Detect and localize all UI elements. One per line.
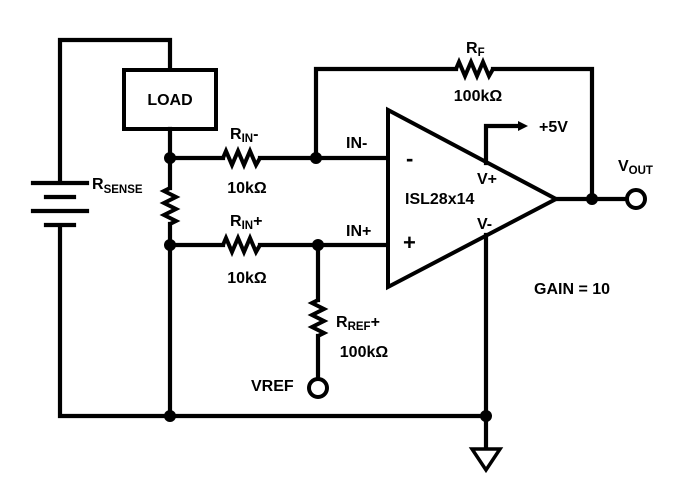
vout-terminal — [625, 188, 647, 210]
ground-symbol — [468, 447, 504, 474]
supply-label: +5V — [539, 119, 568, 136]
opamp-part-label: ISL28x14 — [405, 191, 474, 208]
gain-label: GAIN = 10 — [534, 281, 610, 298]
battery-symbol — [30, 37, 489, 419]
opamp-minus-sign: - — [406, 146, 413, 171]
opamp-vminus-pin: V- — [477, 216, 492, 233]
rref-value: 100kΩ — [340, 344, 389, 361]
rin-minus-resistor — [221, 145, 262, 171]
junction-dot — [480, 410, 492, 422]
rin-plus-resistor — [221, 232, 262, 258]
rin-plus-label: RIN+ — [230, 213, 262, 232]
vout-label: VOUT — [618, 158, 653, 177]
junction-dot — [310, 152, 322, 164]
rf-resistor — [454, 56, 495, 82]
vref-label: VREF — [251, 378, 294, 395]
wire-supply — [483, 121, 528, 166]
rref-label: RREF+ — [336, 314, 380, 333]
vref-terminal — [307, 377, 329, 399]
rf-value: 100kΩ — [454, 88, 503, 105]
rin-plus-value: 10kΩ — [227, 270, 267, 287]
wire-feedback-left — [313, 66, 459, 161]
opamp-vplus-pin: V+ — [477, 171, 497, 188]
junction-dot — [586, 193, 598, 205]
wire-feedback-right — [490, 66, 595, 202]
junction-dot — [164, 152, 176, 164]
rsense-label: RSENSE — [92, 176, 143, 196]
rref-resistor — [307, 298, 329, 338]
rf-label: RF — [466, 40, 485, 59]
wire-battery-top — [57, 37, 173, 183]
opamp-plus-sign: + — [403, 230, 416, 255]
load-label: LOAD — [147, 92, 192, 109]
rsense-resistor — [159, 186, 181, 226]
junction-dot — [164, 239, 176, 251]
in-plus-pin-label: IN+ — [346, 223, 371, 240]
wire-battery-bottom — [57, 224, 489, 419]
junction-dot — [312, 239, 324, 251]
rin-minus-label: RIN- — [230, 126, 258, 145]
rin-minus-value: 10kΩ — [227, 180, 267, 197]
junction-dot — [164, 410, 176, 422]
opamp-isl28x14: - + ISL28x14 V+ V- — [386, 106, 561, 291]
load-box: LOAD — [122, 68, 218, 131]
in-minus-pin-label: IN- — [346, 135, 367, 152]
